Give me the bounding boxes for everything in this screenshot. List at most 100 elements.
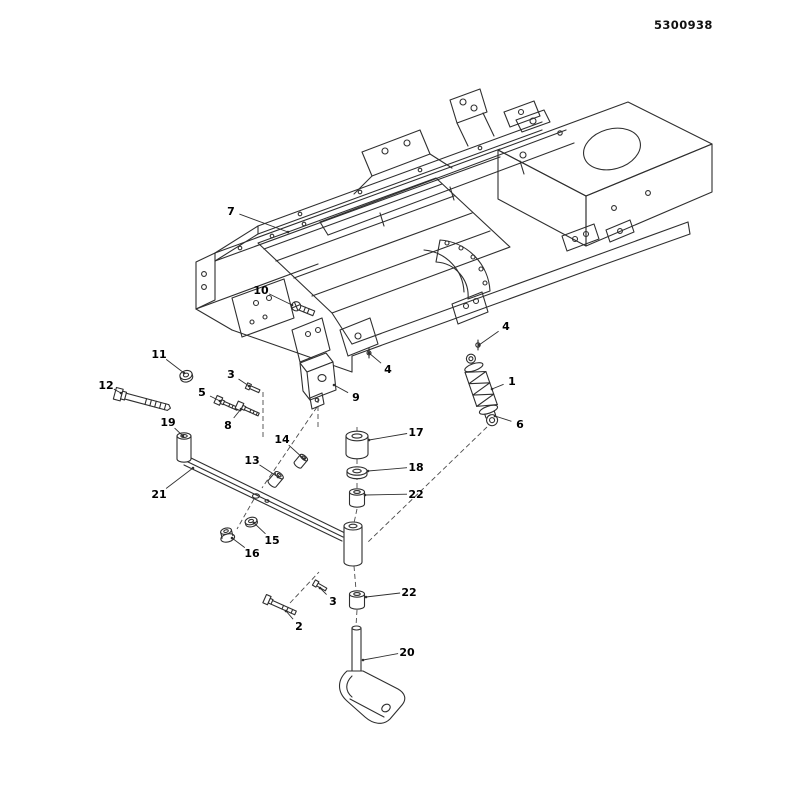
callout-leader-10 (268, 293, 293, 306)
callout-dot-20 (361, 658, 365, 662)
callout-label-3: 3 (227, 368, 235, 381)
bushing-22-lower (348, 590, 366, 610)
callout-dot-7 (286, 230, 290, 234)
bolt-8 (234, 400, 260, 417)
sector-bracket (435, 239, 491, 300)
deck-pan (257, 177, 511, 314)
callout-leader-16 (231, 537, 246, 548)
callout-dot-3 (247, 384, 251, 388)
callout-dot-10 (290, 303, 294, 307)
callout-leader-3 (319, 587, 327, 595)
callout-label-3: 3 (329, 595, 337, 608)
callout-dot-16 (230, 536, 234, 540)
callout-dot-13 (276, 475, 280, 479)
callout-leader-14 (288, 444, 305, 460)
callout-dot-18 (366, 469, 370, 473)
callout-label-17: 17 (408, 426, 423, 439)
callout-leader-17 (368, 433, 408, 441)
callout-dot-22 (364, 595, 368, 599)
callout-label-4: 4 (384, 363, 392, 376)
callout-leader-9 (333, 384, 349, 394)
doc-number: 5300938 (654, 18, 713, 32)
callout-leader-8 (233, 408, 242, 419)
frame-assembly (195, 88, 691, 373)
shock-absorber (464, 353, 499, 427)
callout-leader-20 (362, 653, 399, 661)
bushing-17 (345, 430, 369, 460)
callout-dot-9 (332, 383, 336, 387)
callout-label-12: 12 (98, 379, 113, 392)
bolt-12 (112, 386, 171, 411)
bolt-2 (262, 593, 297, 616)
callout-dot-17 (367, 438, 371, 442)
callout-label-22: 22 (401, 586, 416, 599)
nut-16 (220, 527, 236, 543)
callout-leader-11 (165, 359, 185, 374)
callout-leader-7 (239, 213, 289, 233)
callout-label-16: 16 (244, 547, 260, 560)
callout-dot-5 (218, 399, 222, 403)
callout-leader-3 (238, 378, 250, 387)
callout-dot-11 (182, 371, 186, 375)
washer-18 (346, 466, 368, 480)
callout-leader-21 (165, 467, 194, 489)
spring-coils (464, 370, 498, 407)
pivot-arm-21 (176, 432, 363, 567)
callout-leader-22 (364, 493, 408, 496)
callout-label-10: 10 (253, 284, 269, 297)
callout-dot-22 (363, 493, 367, 497)
callout-label-21: 21 (151, 488, 166, 501)
callout-leader-22 (365, 592, 401, 598)
callout-label-19: 19 (160, 416, 175, 429)
callout-leader-19 (174, 427, 184, 437)
callout-dot-15 (252, 521, 256, 525)
callout-dot-14 (302, 457, 306, 461)
callout-label-14: 14 (274, 433, 290, 446)
bolt-5 (213, 394, 239, 411)
callout-label-7: 7 (227, 205, 235, 218)
callout-leader-4 (368, 352, 382, 364)
callout-dot-4 (477, 343, 481, 347)
callout-label-5: 5 (198, 386, 206, 399)
callout-dot-6 (493, 414, 497, 418)
callout-leader-13 (259, 464, 279, 478)
caster-spindle-20 (338, 625, 406, 724)
callout-leader-1 (491, 383, 504, 390)
callout-leader-6 (494, 415, 512, 422)
callout-label-18: 18 (408, 461, 423, 474)
callout-label-15: 15 (264, 534, 279, 547)
callout-label-22: 22 (408, 488, 423, 501)
rear-frame-box (497, 101, 713, 247)
callout-dot-21 (191, 466, 195, 470)
callout-leader-5 (209, 395, 221, 402)
bolt-3-lower (311, 579, 328, 592)
callout-leader-4 (478, 330, 499, 346)
callout-leader-15 (253, 522, 266, 535)
arm-left-tube-19 (176, 432, 192, 463)
bushing-13 (267, 470, 284, 488)
callout-label-20: 20 (399, 646, 415, 659)
callout-leader-12 (113, 388, 122, 394)
callout-dot-4 (367, 351, 371, 355)
callout-label-2: 2 (295, 620, 303, 633)
callout-dot-1 (490, 387, 494, 391)
callout-label-6: 6 (516, 418, 524, 431)
callout-dot-3 (318, 586, 322, 590)
callout-label-1: 1 (508, 375, 516, 388)
callout-dot-8 (239, 407, 243, 411)
callout-label-11: 11 (151, 348, 166, 361)
callout-leader-18 (367, 467, 408, 472)
callout-dot-12 (119, 391, 123, 395)
callout-label-9: 9 (352, 391, 360, 404)
arm-right-tube (343, 521, 363, 567)
bushing-22-upper (348, 488, 366, 508)
callout-dot-19 (181, 434, 185, 438)
bolt-10 (290, 301, 316, 317)
washer-15 (244, 516, 258, 528)
callout-dot-2 (284, 609, 288, 613)
callout-label-8: 8 (224, 419, 232, 432)
callout-label-4: 4 (502, 320, 510, 333)
